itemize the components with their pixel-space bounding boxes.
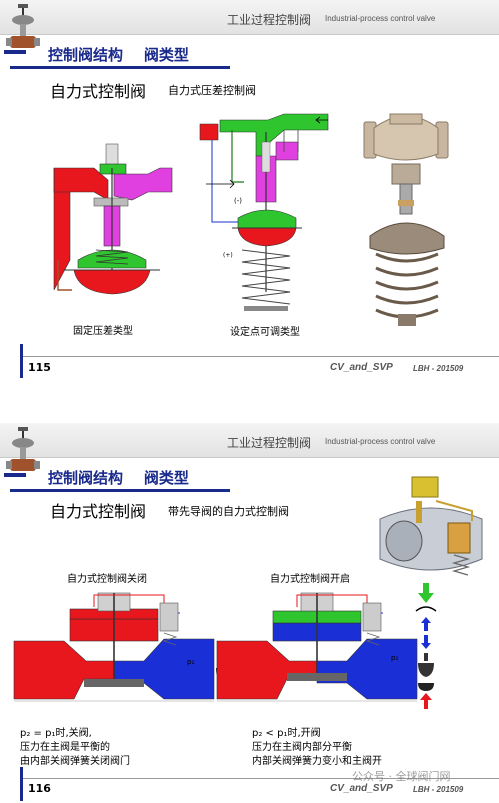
pressure-p2-left: p₂ [187,658,195,666]
footer-rule [22,356,499,357]
pilot-valve-cutaway-photo [379,476,483,576]
label-adjustable-setpoint: 设定点可调类型 [230,327,300,338]
slide-116: 工业过程控制阀 Industrial-process control valve… [0,423,499,801]
label-fixed-differential: 固定压差类型 [73,326,133,337]
title-underline [10,489,230,492]
slide-title: 控制阀结构 阀类型 [48,46,189,64]
adjustable-setpoint-valve-diagram [199,113,329,311]
note-open-line-2: 压力在主阀内部分平衡 [252,742,352,753]
page-number: 116 [28,782,51,795]
footer-course: CV_and_SVP [330,362,393,373]
arrow-up-red-icon [420,693,432,709]
diaphragm-icon [415,606,437,612]
note-closed-line-1: p₂ = p₁时,关阀, [20,728,92,739]
watermark-text: 公众号 · 全球阀门网 [352,770,451,783]
footer-accent-bar [20,767,23,801]
footer-version: LBH - 201509 [413,785,464,794]
page-number: 115 [28,361,51,374]
section-heading: 自力式控制阀 [50,82,147,101]
note-open-line-3: 内部关阀弹簧力变小和主阀开 [252,756,382,767]
footer-version: LBH - 201509 [413,364,464,373]
note-closed: p₂ = p₁时,关阀, 压力在主阀是平衡的 由内部关阀弹簧关闭阀门 [20,727,130,769]
fixed-differential-valve-diagram [53,143,173,295]
valve-closed-diagram [13,592,215,702]
valve-open-diagram [216,592,418,702]
footer-course: CV_and_SVP [330,783,393,794]
arrow-down-blue-icon [421,635,431,649]
arrow-up-blue-icon [421,617,431,631]
section-heading: 自力式控制阀 [50,502,147,521]
title-underline [10,66,230,69]
note-closed-line-2: 压力在主阀是平衡的 [20,742,110,753]
flow-arrows-green-icon [418,583,434,603]
slide-title: 控制阀结构 阀类型 [48,469,189,487]
valve-logo-icon [4,4,40,54]
header-title-cn: 工业过程控制阀 [227,13,312,27]
valve-plug-open-icon [418,653,434,677]
self-operated-valve-photo [363,113,449,326]
valve-logo-icon [4,427,40,477]
footer-accent-bar [20,344,23,378]
header-title-en: Industrial-process control valve [325,14,436,23]
section-subheading: 自力式压差控制阀 [168,84,256,97]
label-valve-closed: 自力式控制阀关闭 [67,574,147,585]
note-open: p₂ < p₁时,开阀 压力在主阀内部分平衡 内部关阀弹簧力变小和主阀开 [252,727,382,769]
label-valve-open: 自力式控制阀开启 [270,574,350,585]
slide-header [0,423,499,458]
footer-rule [22,778,499,779]
minus-marker: (-) [234,197,242,205]
pressure-p2-right: p₂ [391,654,399,662]
plus-marker: (+) [223,252,233,259]
note-open-line-1: p₂ < p₁时,开阀 [252,728,321,739]
seat-icon [418,683,434,691]
header-title-cn: 工业过程控制阀 [227,436,312,450]
slide-115: 工业过程控制阀 Industrial-process control valve… [0,0,499,378]
slide-gap [0,378,499,423]
note-closed-line-3: 由内部关阀弹簧关闭阀门 [20,756,130,767]
section-subheading: 带先导阀的自力式控制阀 [168,505,289,518]
header-title-en: Industrial-process control valve [325,437,436,446]
slide-header [0,0,499,35]
